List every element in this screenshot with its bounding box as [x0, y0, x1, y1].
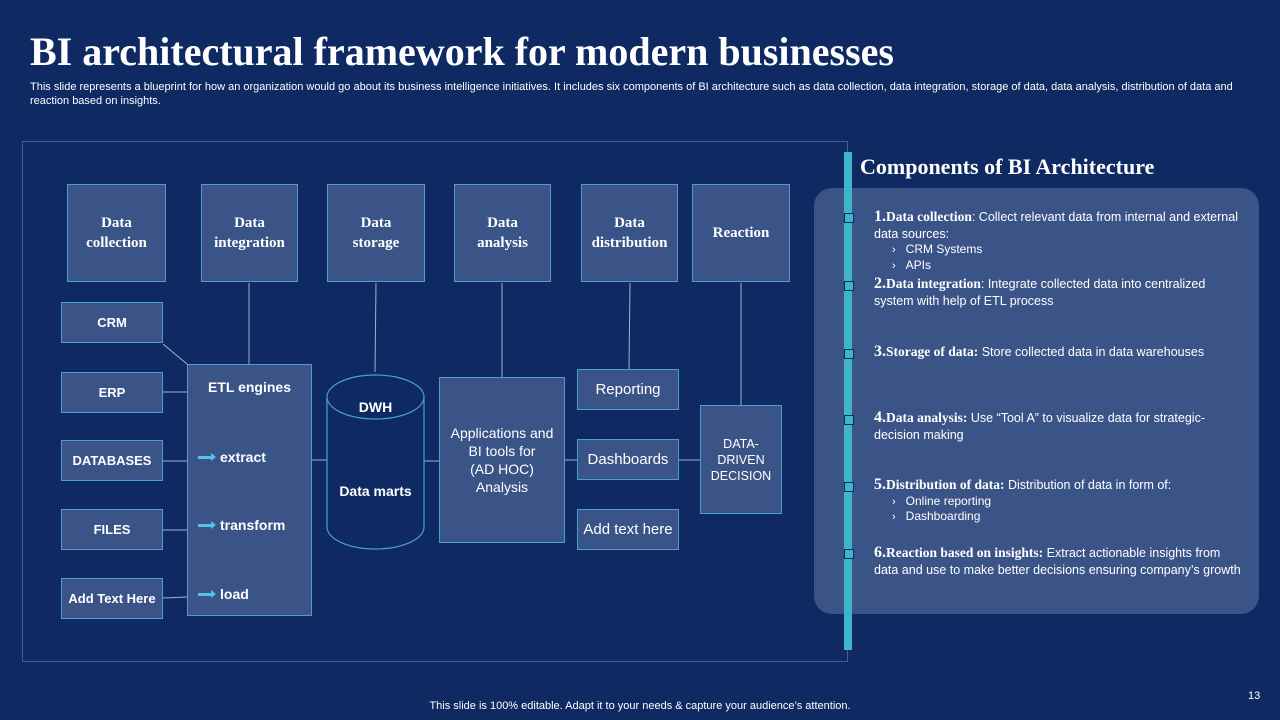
analysis-tools-box: Applications and BI tools for (AD HOC) A…	[439, 377, 565, 543]
component-subitem: ›APIs	[892, 257, 932, 272]
etl-title: ETL engines	[208, 379, 291, 395]
slide-footer: This slide is 100% editable. Adapt it to…	[429, 700, 851, 712]
chevron-right-icon: ›	[892, 511, 896, 523]
etl-step-extract: extract	[198, 449, 266, 465]
bullet-marker-icon	[844, 349, 854, 359]
storage-dwh-label: DWH	[358, 399, 393, 415]
bullet-marker-icon	[844, 549, 854, 559]
slide-title: BI architectural framework for modern bu…	[30, 29, 894, 74]
component-item-data-integration: 2.Data integration: Integrate collected …	[874, 275, 1206, 308]
component-subitem: ›Online reporting	[892, 493, 992, 508]
component-subitem: ›Dashboarding	[892, 509, 981, 523]
arrow-right-icon	[198, 589, 216, 598]
chevron-right-icon: ›	[892, 259, 896, 272]
bullet-marker-icon	[844, 415, 854, 425]
output-add-text: Add text here	[577, 509, 679, 550]
source-add-text: Add Text Here	[61, 578, 163, 619]
storage-datamarts-label: Data marts	[339, 483, 412, 499]
component-item-distribution: 5.Distribution of data: Distribution of …	[874, 476, 1244, 525]
bullet-marker-icon	[844, 281, 854, 291]
component-item-data-analysis: 4.Data analysis: Use “Tool A” to visuali…	[874, 409, 1205, 442]
etl-step-transform: transform	[198, 517, 285, 533]
bullet-marker-icon	[844, 213, 854, 223]
chevron-right-icon: ›	[892, 495, 896, 508]
header-reaction: Reaction	[692, 184, 790, 282]
slide-subtitle: This slide represents a blueprint for ho…	[30, 81, 1233, 107]
components-panel	[814, 188, 1259, 614]
source-erp: ERP	[61, 372, 163, 413]
arrow-right-icon	[198, 520, 216, 529]
etl-engines-box: ETL engines extract transform load	[187, 364, 312, 616]
source-databases: DATABASES	[61, 440, 163, 481]
source-crm: CRM	[61, 302, 163, 343]
chevron-right-icon: ›	[892, 244, 896, 256]
component-subitem: ›CRM Systems	[892, 242, 983, 256]
etl-step-load: load	[198, 586, 249, 602]
component-item-storage: 3.Storage of data: Store collected data …	[874, 343, 1205, 360]
output-reporting: Reporting	[577, 369, 679, 410]
bullet-marker-icon	[844, 482, 854, 492]
page-number: 13	[1248, 690, 1261, 702]
output-dashboards: Dashboards	[577, 439, 679, 480]
data-driven-decision-box: DATA- DRIVEN DECISION	[700, 405, 782, 514]
source-files: FILES	[61, 509, 163, 550]
arrow-right-icon	[198, 452, 216, 461]
component-item-data-collection: 1.Data collection: Collect relevant data…	[874, 208, 1244, 273]
components-accent-bar	[844, 152, 852, 650]
component-item-reaction: 6.Reaction based on insights: Extract ac…	[874, 544, 1241, 577]
components-title: Components of BI Architecture	[860, 154, 1155, 179]
